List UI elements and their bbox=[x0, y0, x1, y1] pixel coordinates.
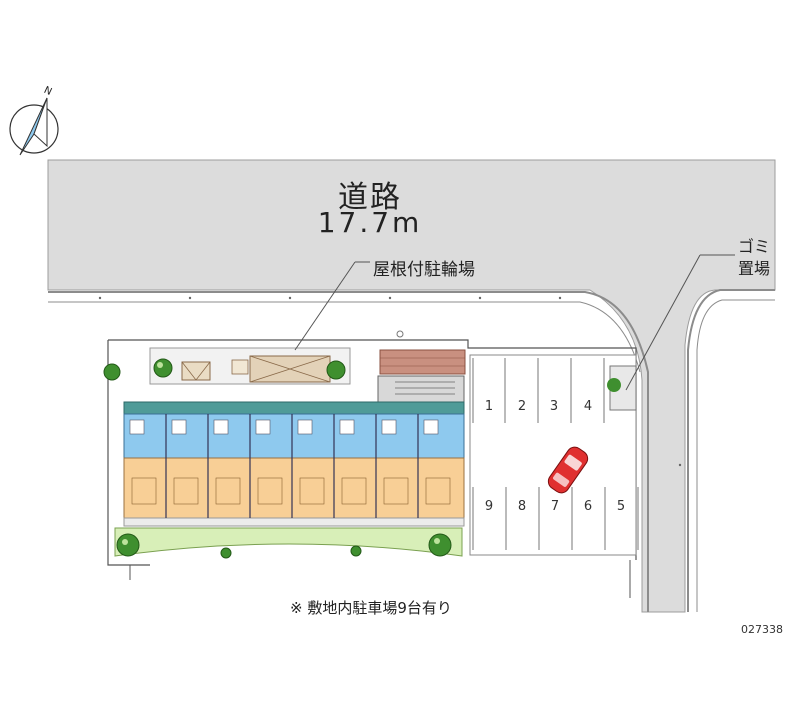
parking-lines-bottom bbox=[472, 487, 639, 550]
parking-slot-4: 4 bbox=[583, 399, 593, 414]
stairs bbox=[377, 375, 465, 403]
car bbox=[547, 446, 589, 494]
garbage-label-line2: 置場 bbox=[738, 259, 771, 278]
property-code: 027338 bbox=[741, 623, 783, 636]
compass-icon bbox=[9, 97, 59, 156]
road-name: 道路 bbox=[338, 180, 402, 215]
lawn bbox=[114, 527, 463, 557]
road-area bbox=[47, 159, 776, 613]
parking-note: ※ 敷地内駐車場9台有り bbox=[290, 599, 452, 617]
road-width: 17.7m bbox=[317, 206, 423, 239]
parking-slot-3: 3 bbox=[549, 399, 559, 414]
covered-bike-parking-label: 屋根付駐輪場 bbox=[373, 260, 475, 280]
sidewalk-curb bbox=[48, 291, 649, 612]
parking-slot-5: 5 bbox=[616, 499, 626, 514]
apartment-building bbox=[123, 401, 465, 527]
garbage-label-line1: ゴミ bbox=[738, 237, 771, 256]
brick-wall bbox=[379, 349, 466, 375]
parking-slot-8: 8 bbox=[517, 499, 527, 514]
parking-slot-6: 6 bbox=[583, 499, 593, 514]
parking-slot-7: 7 bbox=[550, 499, 560, 514]
sidewalk-right bbox=[687, 289, 775, 612]
parking-lines-top bbox=[472, 358, 605, 423]
parking-slot-1: 1 bbox=[484, 399, 494, 414]
sidewalk-right-inner bbox=[696, 299, 775, 612]
parking-slot-2: 2 bbox=[517, 399, 527, 414]
parking-slot-9: 9 bbox=[484, 499, 494, 514]
